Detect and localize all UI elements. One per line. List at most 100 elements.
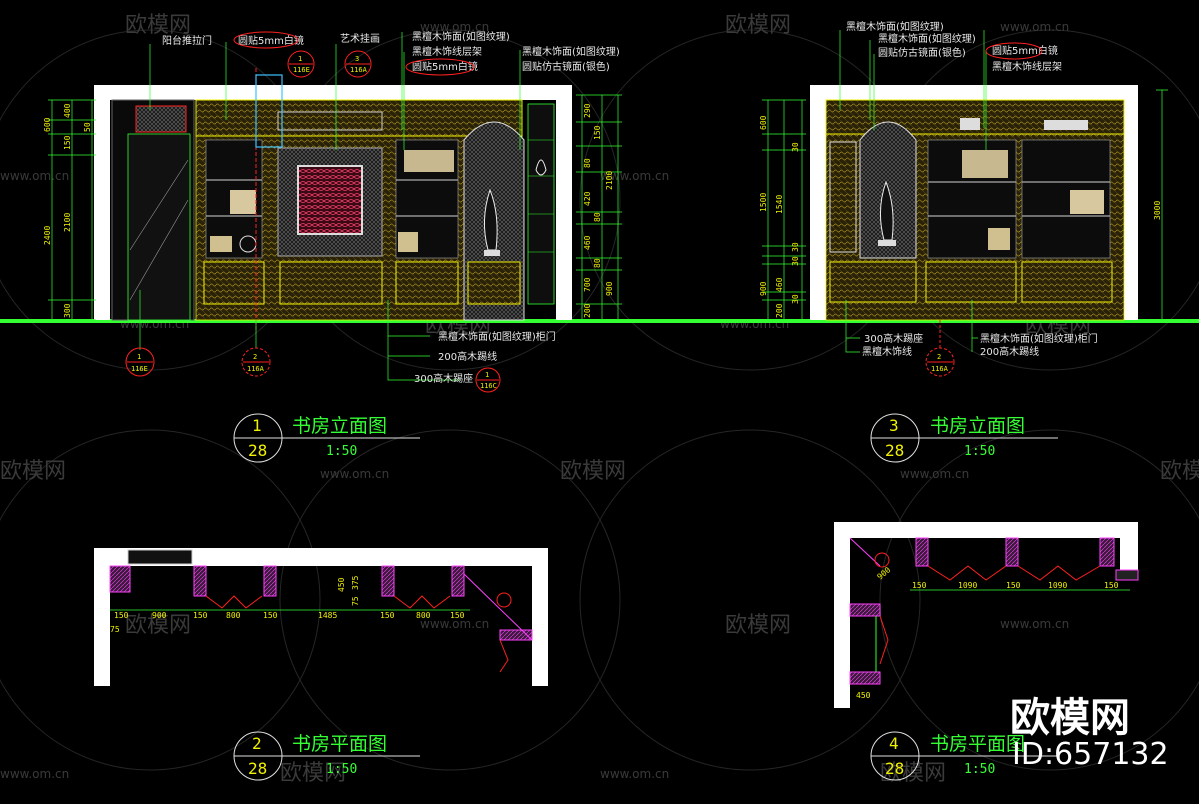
note-art-hanging: 艺术挂画 xyxy=(340,32,380,45)
dim-label: 300 xyxy=(63,303,72,318)
watermark-brand: 欧模网 xyxy=(560,459,626,484)
svg-text:1: 1 xyxy=(485,371,489,379)
sculpture-base xyxy=(878,240,896,246)
dim-label: 150 xyxy=(380,611,395,620)
column xyxy=(381,565,395,597)
dim-label: 80 xyxy=(583,158,592,168)
panel-scale: 1:50 xyxy=(326,762,357,777)
base-cabinet xyxy=(1021,261,1113,303)
panel-scale: 1:50 xyxy=(964,762,995,777)
door-swing xyxy=(879,615,889,665)
panel-number: 2 xyxy=(252,734,262,753)
watermark-site: www.om.cn xyxy=(0,767,69,781)
dim-label: 1090 xyxy=(958,581,977,590)
note-ebony-shelf: 黑檀木饰线层架 xyxy=(992,60,1062,73)
dim-label: 200 xyxy=(583,303,592,318)
base-cabinet xyxy=(279,261,383,305)
shelf-boards xyxy=(1022,181,1110,217)
column xyxy=(499,629,533,641)
books xyxy=(398,232,418,252)
watermark-site: www.om.cn xyxy=(420,20,489,34)
svg-text:1: 1 xyxy=(298,55,302,63)
dimension-lines-right xyxy=(576,94,622,321)
svg-text:2: 2 xyxy=(937,353,941,361)
books xyxy=(962,150,1008,178)
dim-label: 1485 xyxy=(318,611,337,620)
dim-label: 80 xyxy=(593,212,602,222)
dim-label: 900 xyxy=(759,281,768,296)
panel-title: 书房立面图 xyxy=(930,415,1025,437)
dim-label: 1540 xyxy=(775,195,784,214)
dim-label: 150 xyxy=(263,611,278,620)
detail-ref-bubble: 3 116A xyxy=(344,50,372,78)
watermark-brand: 欧模网 xyxy=(125,13,191,38)
vase xyxy=(535,159,547,176)
dim-label: 460 xyxy=(583,235,592,250)
dim-label: 2400 xyxy=(43,226,52,245)
elevation-3: 600 30 1540 1500 30 30 460 30 900 200 30… xyxy=(759,20,1168,463)
badge-id: ID:657132 xyxy=(1012,737,1169,772)
dim-label: 50 xyxy=(83,122,92,132)
dim-label: 75 xyxy=(110,625,120,634)
dim-label: 1500 xyxy=(759,193,768,212)
dim-label: 80 xyxy=(593,258,602,268)
dim-label: 900 xyxy=(152,611,167,620)
dim-label: 460 xyxy=(775,277,784,292)
dim-label: 30 xyxy=(791,294,800,304)
dim-label: 600 xyxy=(759,115,768,130)
revision-cloud xyxy=(233,31,299,49)
sheet-number: 28 xyxy=(885,759,904,778)
dim-label: 150 xyxy=(193,611,208,620)
books xyxy=(230,190,256,214)
column xyxy=(193,565,207,597)
dim-label: 75 xyxy=(351,596,360,606)
dim-label: 150 xyxy=(1104,581,1119,590)
dim-label: 375 xyxy=(351,575,360,590)
shelf-boards xyxy=(928,181,1016,217)
note-cabinet-door: 黑檀木饰面(如图纹理)柜门 xyxy=(980,332,1098,345)
door-transom xyxy=(135,105,187,133)
dim-label: 450 xyxy=(337,577,346,592)
dim-label: 150 xyxy=(114,611,129,620)
dim-label: 290 xyxy=(583,103,592,118)
dimension-lines-left xyxy=(48,99,96,321)
shelf-boards xyxy=(396,179,458,217)
section-ref-bubble: 2 116A xyxy=(241,347,271,377)
revision-cloud xyxy=(985,42,1043,60)
door-swing xyxy=(927,565,1007,581)
base-cabinet xyxy=(829,261,917,303)
watermark-site: www.om.cn xyxy=(0,169,69,183)
note-antique-mirror: 圆贴仿古镜面(银色) xyxy=(522,60,610,73)
art-light-box xyxy=(277,111,383,131)
detail-ref-bubble: 1 116C xyxy=(475,367,501,393)
dim-label: 30 xyxy=(791,242,800,252)
section-ref-bubble: 2 116A xyxy=(925,320,955,377)
detail-callout-box xyxy=(255,74,283,148)
dim-label: 150 xyxy=(1006,581,1021,590)
dimension-lines-left xyxy=(762,99,806,321)
watermark-brand: 欧模网 xyxy=(125,613,191,638)
dim-label: 150 xyxy=(63,135,72,150)
note-ebony-trim: 黑檀木饰线 xyxy=(862,345,912,358)
shelf-boards xyxy=(206,179,262,217)
column xyxy=(451,565,465,597)
column xyxy=(1005,537,1019,567)
dim-label: 3000 xyxy=(1153,201,1162,220)
revision-cloud xyxy=(405,58,475,76)
watermark-brand: 欧模网 xyxy=(1160,459,1199,484)
title-block: 4 28 书房平面图 1:50 xyxy=(870,731,1058,781)
elevation-1: 600 400 150 50 2100 2400 300 290 150 80 … xyxy=(43,30,622,463)
note-white-mirror: 圆贴5mm白镜 xyxy=(238,34,304,47)
panel-number: 1 xyxy=(252,416,262,435)
svg-text:116A: 116A xyxy=(350,66,368,74)
panel-scale: 1:50 xyxy=(964,444,995,459)
brand-badge: 欧模网 ID:657132 xyxy=(1010,695,1169,772)
panel-scale: 1:50 xyxy=(326,444,357,459)
svg-text:116E: 116E xyxy=(293,66,310,74)
dim-label: 2100 xyxy=(605,171,614,190)
wood-panel xyxy=(829,141,857,253)
svg-text:1: 1 xyxy=(137,353,141,361)
badge-brand: 欧模网 xyxy=(1010,695,1130,741)
window-opening xyxy=(127,549,193,565)
